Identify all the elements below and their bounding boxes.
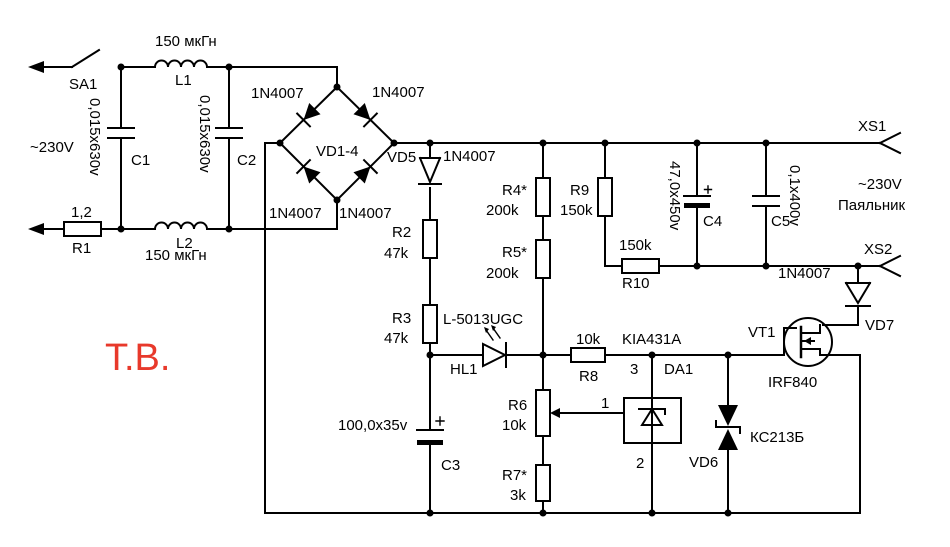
label-C2-value: 0,015x630v	[196, 95, 213, 173]
label-HL1-ref: HL1	[450, 361, 478, 378]
connector-XS1	[878, 131, 902, 155]
zener-VD6	[715, 405, 741, 450]
label-bridge-d2: 1N4007	[372, 84, 425, 101]
label-VD7-value: 1N4007	[778, 265, 831, 282]
label-input-voltage: ~230V	[30, 139, 74, 156]
label-VD7-ref: VD7	[865, 317, 894, 334]
label-C5-ref: C5	[771, 213, 790, 230]
label-R8-ref: R8	[579, 368, 598, 385]
resistor-R5	[535, 239, 551, 279]
diode-VD5	[418, 156, 442, 185]
label-bridge-d1: 1N4007	[251, 85, 304, 102]
label-VD5-value: 1N4007	[443, 148, 496, 165]
label-R3-value: 47k	[384, 330, 409, 347]
label-XS1: XS1	[858, 118, 886, 135]
label-C3-ref: C3	[441, 457, 460, 474]
author-mark: Т.В.	[105, 337, 170, 379]
label-R9-value: 150k	[560, 202, 593, 219]
label-L2-ref: L2	[176, 235, 193, 252]
label-R10-ref: R10	[622, 275, 650, 292]
capacitor-C2	[215, 127, 243, 139]
label-R3-ref: R3	[392, 310, 411, 327]
label-VD6-ref: VD6	[689, 454, 718, 471]
label-R2-value: 47k	[384, 245, 409, 262]
diode-VD7	[844, 281, 872, 307]
label-R7-value: 3k	[510, 487, 526, 504]
label-R5-ref: R5*	[502, 244, 527, 261]
capacitor-C5	[752, 195, 780, 207]
label-HL1-value: L-5013UGC	[443, 311, 523, 328]
label-L1-ref: L1	[175, 72, 192, 89]
label-R7-ref: R7*	[502, 467, 527, 484]
label-output-voltage: ~230V	[858, 176, 902, 193]
resistor-R1	[63, 221, 102, 237]
regulator-DA1	[623, 397, 682, 444]
label-R1-value: 1,2	[71, 204, 92, 221]
label-L1-value: 150 мкГн	[155, 33, 217, 50]
resistor-R10	[621, 258, 660, 274]
mosfet-VT1	[783, 317, 833, 367]
wires	[39, 66, 881, 514]
capacitor-C1	[107, 127, 135, 139]
label-bridge-ref: VD1-4	[316, 143, 359, 160]
label-XS2: XS2	[864, 241, 892, 258]
label-C5-value: 0,1x400v	[786, 165, 803, 226]
resistor-R4	[535, 177, 551, 217]
label-R6-ref: R6	[508, 397, 527, 414]
led-HL1	[482, 325, 508, 368]
inductor-L1	[153, 59, 209, 69]
label-R8-value: 10k	[576, 331, 601, 348]
label-R1-ref: R1	[72, 240, 91, 257]
label-C1-ref: C1	[131, 152, 150, 169]
label-R2-ref: R2	[392, 224, 411, 241]
label-R4-value: 200k	[486, 202, 519, 219]
inductor-L2	[153, 221, 209, 231]
label-DA1-ref: DA1	[664, 361, 693, 378]
label-DA1-value: KIA431A	[622, 331, 681, 348]
label-DA1-pin3: 3	[630, 361, 638, 378]
label-C1-value: 0,015x630v	[86, 98, 103, 176]
resistor-R9	[597, 177, 613, 217]
label-DA1-pin1: 1	[601, 395, 609, 412]
switch-SA1	[70, 48, 101, 69]
label-SA1: SA1	[69, 76, 97, 93]
input-arrow-top	[28, 61, 44, 73]
resistor-R8	[570, 347, 606, 363]
label-R6-value: 10k	[502, 417, 527, 434]
bridge-diodes-VD1-4	[295, 102, 379, 184]
label-VT1-value: IRF840	[768, 374, 817, 391]
label-VD6-value: КС213Б	[750, 429, 804, 446]
junction-dots	[117, 63, 862, 517]
label-C3-value: 100,0x35v	[338, 417, 408, 434]
label-R10-value: 150k	[619, 237, 652, 254]
label-VD5-ref: VD5	[387, 149, 416, 166]
label-load: Паяльник	[838, 197, 905, 214]
label-C4-ref: C4	[703, 213, 722, 230]
resistor-R7	[535, 464, 551, 502]
label-R5-value: 200k	[486, 265, 519, 282]
label-bridge-d3: 1N4007	[269, 205, 322, 222]
label-DA1-pin2: 2	[636, 455, 644, 472]
label-R4-ref: R4*	[502, 182, 527, 199]
resistor-R3	[422, 304, 438, 344]
resistor-R2	[422, 219, 438, 259]
label-R9-ref: R9	[570, 182, 589, 199]
label-C4-value: 47,0x450v	[666, 161, 683, 231]
connector-XS2	[878, 254, 902, 278]
capacitor-C4	[683, 185, 713, 208]
input-arrow-bottom	[28, 223, 44, 235]
label-VT1-ref: VT1	[748, 324, 776, 341]
label-L2-value: 150 мкГн	[145, 247, 207, 264]
potentiometer-R6	[535, 389, 560, 437]
label-bridge-d4: 1N4007	[339, 205, 392, 222]
label-C2-ref: C2	[237, 152, 256, 169]
capacitor-C3	[416, 416, 445, 445]
